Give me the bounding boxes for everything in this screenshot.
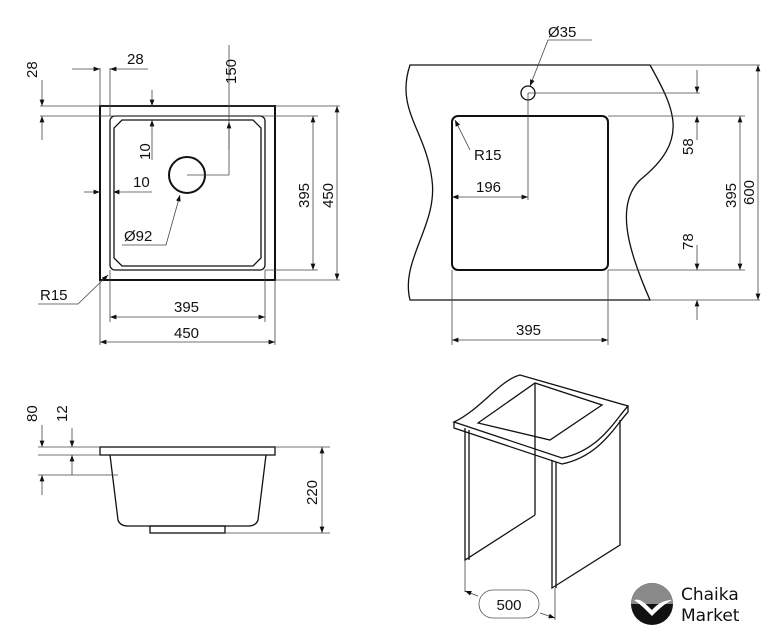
dim-offset-top: 28 [24, 61, 41, 78]
dim-outer-width: 450 [174, 325, 199, 342]
cabinet-right-panel [551, 420, 621, 590]
sink-rim-profile [99, 446, 276, 456]
dim-total-height: 80 [24, 405, 41, 422]
dim-tap-hole: Ø35 [548, 24, 576, 41]
dim-cutout-width: 395 [516, 322, 541, 339]
iso-cabinet-view: 500 [452, 374, 630, 620]
dim-inner-width: 395 [174, 299, 199, 316]
side-view: 80 12 220 [24, 405, 330, 534]
dim-front-gap: 58 [680, 138, 697, 155]
dim-offset-left: 28 [127, 51, 144, 68]
countertop-outline [405, 64, 674, 301]
dim-drain-diameter: Ø92 [124, 228, 152, 245]
dim-rim-thickness: 12 [54, 405, 71, 422]
cutout-outline [451, 115, 609, 271]
logo-text-line1: Chaika [681, 585, 739, 605]
dim-outer-height: 450 [320, 183, 337, 208]
top-view: 28 28 150 10 10 Ø92 R15 395 450 395 450 [24, 45, 340, 345]
bowl-outline [113, 119, 262, 267]
dim-rim-top: 10 [137, 143, 154, 160]
dim-corner-radius: R15 [40, 287, 68, 304]
dim-tap-offset: 196 [476, 179, 501, 196]
cutout-iso [476, 382, 604, 441]
dim-cutout-height: 395 [723, 183, 740, 208]
cutout-view: Ø35 R15 196 58 78 395 600 395 [405, 24, 761, 345]
cabinet-width-label-box [478, 589, 540, 619]
dim-cabinet-width: 500 [496, 597, 521, 614]
dim-cutout-radius: R15 [474, 147, 502, 164]
countertop-iso [452, 374, 630, 459]
bowl-profile [109, 454, 267, 527]
dim-back-gap: 78 [680, 233, 697, 250]
cabinet-left-panel [464, 428, 536, 562]
drain-profile [149, 525, 226, 534]
dim-drain-offset: 150 [223, 59, 240, 84]
dim-inner-height: 395 [296, 183, 313, 208]
seagull-icon [634, 599, 672, 616]
logo-text-line2: Market [681, 606, 740, 626]
dim-rim-left: 10 [133, 174, 150, 191]
chaika-market-logo: Chaika Market [631, 583, 740, 626]
dim-bowl-depth: 220 [304, 480, 321, 505]
dim-countertop-depth: 600 [741, 180, 758, 205]
